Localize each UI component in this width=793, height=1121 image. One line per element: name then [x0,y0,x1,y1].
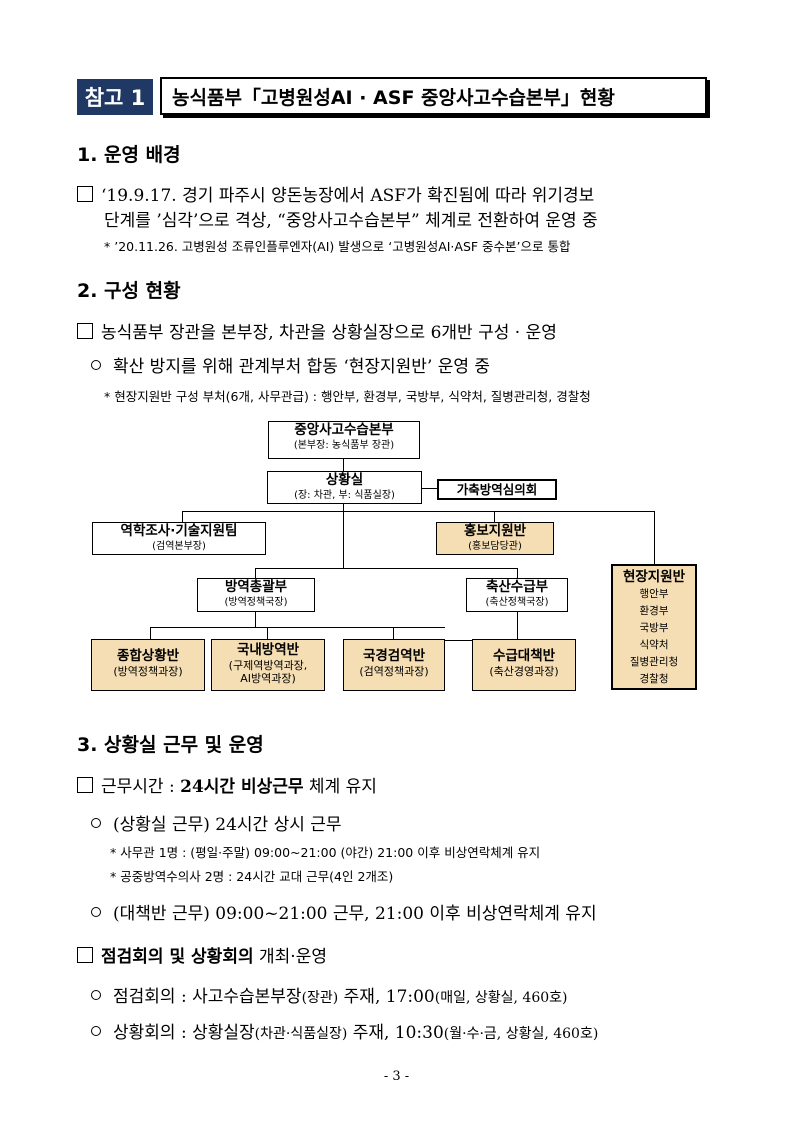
page-title-text: 농식품부「고병원성AI · ASF 중앙사고수습본부」현황 [172,86,615,109]
square-bullet-icon [77,947,93,963]
section-2-heading: 2. 구성 현황 [77,280,181,302]
org-livestock-dept-box: 축산수급부 (축산정책국장) [466,578,568,612]
sec2-circle-item: 확산 방지를 위해 관계부처 합동 ‘현장지원반’ 운영 중 [91,352,490,377]
org-hq-box: 중앙사고수습본부 (본부장: 농식품부 장관) [268,421,420,459]
sec1-paragraph-line2: 단계를 ’심각’으로 격상, “중앙사고수습본부” 체계로 전환하여 운영 중 [104,211,598,231]
org-domestic-team-box: 국내방역반 (구제역방역과장, AI방역과장) [211,639,325,691]
circle-bullet-icon [91,990,101,1000]
circle-bullet-icon [91,907,101,917]
org-border-team-box: 국경검역반 (검역정책과장) [343,639,445,691]
sec1-note: * ’20.11.26. 고병원성 조류인플루엔자(AI) 발생으로 ‘고병원성… [104,239,571,254]
org-pr-team-box: 홍보지원반 (홍보담당관) [436,522,554,555]
page-number: - 3 - [383,1069,410,1084]
square-bullet-icon [77,186,93,202]
circle-bullet-icon [91,1026,101,1036]
sec2-note: * 현장지원반 구성 부처(6개, 사무관급) : 행안부, 환경부, 국방부,… [104,389,591,404]
sec3-work-hours: 근무시간 : 24시간 비상근무 체계 유지 [77,772,377,797]
org-epi-team-box: 역학조사·기술지원팀 (검역본부장) [92,522,266,555]
sec2-paragraph: 농식품부 장관을 본부장, 차관을 상황실장으로 6개반 구성 · 운영 [77,318,557,343]
square-bullet-icon [77,323,93,339]
circle-bullet-icon [91,360,101,370]
reference-badge: 참고 1 [77,79,153,115]
sec3-situation-meeting: 상황회의 : 상황실장(차관·식품실장) 주재, 10:30(월·수·금, 상황… [91,1018,598,1043]
sec3-circle-item-1: (상황실 근무) 24시간 상시 근무 [91,810,342,835]
sec3-circle-item-2: (대책반 근무) 09:00~21:00 근무, 21:00 이후 비상연락체계… [91,899,597,924]
sec3-note-2: * 공중방역수의사 2명 : 24시간 교대 근무(4인 2개조) [110,869,394,884]
section-1-heading: 1. 운영 배경 [77,144,181,166]
sec3-check-meeting: 점검회의 : 사고수습본부장(장관) 주재, 17:00(매일, 상황실, 46… [91,982,567,1007]
sec3-note-1: * 사무관 1명 : (평일·주말) 09:00~21:00 (야간) 21:0… [110,845,541,860]
sec3-meetings: 점검회의 및 상황회의 개최·운영 [77,942,327,967]
square-bullet-icon [77,777,93,793]
org-general-team-box: 종합상황반 (방역정책과장) [91,639,205,691]
org-situation-room-box: 상황실 (장: 차관, 부: 식품실장) [267,471,422,504]
org-field-support-box: 현장지원반 행안부 환경부 국방부 식약처 질병관리청 경찰청 [611,564,697,690]
sec1-paragraph-line1: ‘19.9.17. 경기 파주시 양돈농장에서 ASF가 확진됨에 따라 위기경… [77,181,594,206]
page-title: 농식품부「고병원성AI · ASF 중앙사고수습본부」현황 [160,77,710,118]
org-field-members: 행안부 환경부 국방부 식약처 질병관리청 경찰청 [629,588,679,685]
org-council-box: 가축방역심의회 [437,479,557,500]
org-supply-team-box: 수급대책반 (축산경영과장) [472,639,576,691]
org-quarantine-dept-box: 방역총괄부 (방역정책국장) [197,578,315,612]
circle-bullet-icon [91,818,101,828]
section-3-heading: 3. 상황실 근무 및 운영 [77,734,264,756]
